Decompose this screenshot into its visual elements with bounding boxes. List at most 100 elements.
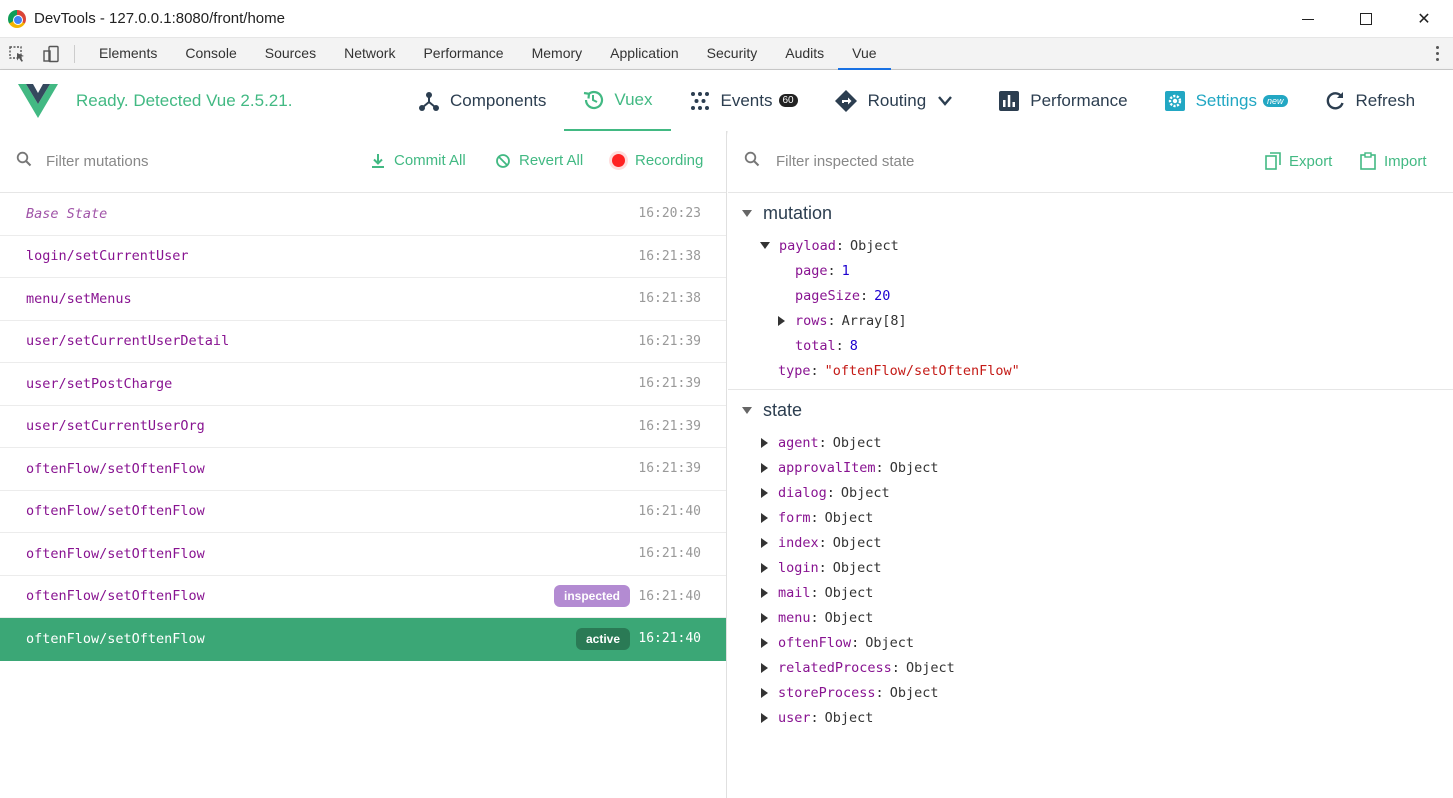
state-prop-row[interactable]: agent:Object	[728, 430, 1453, 455]
prop-key: payload	[779, 237, 836, 254]
state-prop-row[interactable]: approvalItem:Object	[728, 455, 1453, 480]
mutation-row[interactable]: login/setCurrentUser 16:21:38	[0, 236, 726, 278]
mutation-row-base-state[interactable]: Base State 16:20:23	[0, 193, 726, 236]
tab-sources[interactable]: Sources	[264, 44, 317, 61]
state-section-header[interactable]: state	[728, 390, 1453, 430]
prop-value: Object	[824, 509, 874, 526]
tab-audits[interactable]: Audits	[785, 44, 825, 61]
mutation-time: 16:21:40	[638, 631, 701, 647]
mutation-name: user/setCurrentUserOrg	[26, 418, 205, 435]
payload-prop-row: page: 1	[795, 262, 850, 279]
settings-new-badge: new	[1263, 94, 1288, 107]
device-toolbar-button[interactable]	[34, 38, 68, 70]
mutation-section-title: mutation	[763, 202, 833, 223]
prop-key: approvalItem	[778, 459, 876, 476]
state-prop-row[interactable]: storeProcess:Object	[728, 680, 1453, 705]
export-button[interactable]: Export	[1265, 152, 1332, 170]
expand-arrow-icon	[761, 587, 768, 598]
state-prop-row[interactable]: dialog:Object	[728, 480, 1453, 505]
mutation-row[interactable]: oftenFlow/setOftenFlow 16:21:40	[0, 491, 726, 533]
nav-components[interactable]: Components	[400, 70, 564, 131]
mutation-row-inspected[interactable]: oftenFlow/setOftenFlow inspected 16:21:4…	[0, 576, 726, 618]
prop-value: Object	[865, 634, 915, 651]
filter-state-input[interactable]	[776, 153, 1076, 170]
mutation-row[interactable]: menu/setMenus 16:21:38	[0, 278, 726, 321]
tab-console[interactable]: Console	[185, 44, 237, 61]
commit-all-button[interactable]: Commit All	[370, 152, 466, 169]
mutations-toolbar: Commit All Revert All Recording	[0, 131, 726, 193]
maximize-button[interactable]	[1337, 0, 1395, 38]
tab-memory[interactable]: Memory	[531, 44, 583, 61]
mutation-row-active[interactable]: oftenFlow/setOftenFlow active 16:21:40	[0, 618, 726, 661]
recording-label: Recording	[635, 152, 704, 169]
prop-value: Object	[905, 659, 955, 676]
minimize-button[interactable]	[1279, 0, 1337, 38]
close-button[interactable]: ✕	[1395, 0, 1453, 38]
prop-value: Object	[832, 559, 882, 576]
payload-prop-row-expandable[interactable]: rows: Array[8]	[728, 308, 1453, 333]
mutation-time: 16:21:39	[638, 461, 701, 477]
mutation-row[interactable]: user/setPostCharge 16:21:39	[0, 363, 726, 406]
bar-chart-icon	[998, 90, 1020, 112]
mutation-row[interactable]: user/setCurrentUserDetail 16:21:39	[0, 321, 726, 363]
nav-settings[interactable]: Settings new	[1146, 70, 1306, 131]
import-button[interactable]: Import	[1360, 152, 1427, 170]
expand-arrow-icon	[761, 687, 768, 698]
tab-vue[interactable]: Vue	[838, 38, 891, 70]
export-label: Export	[1289, 152, 1333, 170]
payload-row[interactable]: payload: Object	[728, 233, 1453, 258]
tab-application[interactable]: Application	[610, 44, 679, 61]
inspect-element-button[interactable]	[0, 38, 34, 70]
mutation-row[interactable]: user/setCurrentUserOrg 16:21:39	[0, 406, 726, 448]
nav-refresh[interactable]: Refresh	[1306, 70, 1434, 131]
tab-security[interactable]: Security	[706, 44, 758, 61]
state-prop-row[interactable]: relatedProcess:Object	[728, 655, 1453, 680]
tab-elements[interactable]: Elements	[99, 44, 158, 61]
revert-all-button[interactable]: Revert All	[495, 152, 583, 169]
mutation-row[interactable]: oftenFlow/setOftenFlow 16:21:39	[0, 448, 726, 491]
state-prop-row[interactable]: index:Object	[728, 530, 1453, 555]
mutation-row[interactable]: oftenFlow/setOftenFlow 16:21:40	[0, 533, 726, 576]
prop-key: menu	[778, 609, 811, 626]
mutation-name: Base State	[26, 205, 108, 222]
state-prop-row[interactable]: mail:Object	[728, 580, 1453, 605]
state-prop-row[interactable]: user:Object	[728, 705, 1453, 730]
prop-value: Object	[824, 609, 874, 626]
components-icon	[418, 90, 440, 112]
inspected-badge: inspected	[553, 585, 630, 608]
mutation-time: 16:21:39	[638, 333, 701, 349]
download-icon	[372, 153, 384, 168]
nav-performance[interactable]: Performance	[980, 70, 1145, 131]
tab-network[interactable]: Network	[344, 44, 396, 61]
mutation-time: 16:21:40	[638, 588, 701, 604]
prop-key: relatedProcess	[778, 659, 892, 676]
prop-key: login	[778, 559, 819, 576]
nav-events-label: Events	[720, 90, 773, 110]
nav-performance-label: Performance	[1030, 90, 1128, 110]
mutation-time: 16:21:40	[638, 503, 701, 519]
refresh-icon	[1324, 90, 1346, 112]
prop-value: 1	[841, 262, 850, 279]
chevron-down-icon	[938, 95, 953, 106]
mutation-name: oftenFlow/setOftenFlow	[26, 545, 205, 562]
payload-prop-row: total: 8	[795, 337, 858, 354]
tab-performance[interactable]: Performance	[423, 44, 504, 61]
mutation-name: oftenFlow/setOftenFlow	[26, 630, 205, 647]
nav-vuex[interactable]: Vuex	[564, 70, 671, 131]
recording-toggle[interactable]: Recording	[612, 152, 703, 169]
mutation-section: mutation payload: Object page: 1 pageSiz…	[728, 193, 1453, 390]
prop-key: user	[778, 709, 811, 726]
nav-events[interactable]: Events 60	[671, 70, 816, 131]
nav-routing[interactable]: Routing	[816, 70, 971, 131]
state-prop-row[interactable]: form:Object	[728, 505, 1453, 530]
vue-devtools-header: Ready. Detected Vue 2.5.21. Components V…	[0, 70, 1453, 131]
expand-arrow-icon	[761, 512, 768, 523]
state-prop-row[interactable]: menu:Object	[728, 605, 1453, 630]
state-prop-row[interactable]: login:Object	[728, 555, 1453, 580]
filter-mutations-input[interactable]	[46, 153, 346, 170]
expand-arrow-icon	[761, 712, 768, 723]
mutation-section-header[interactable]: mutation	[728, 193, 1453, 233]
state-prop-row[interactable]: oftenFlow:Object	[728, 630, 1453, 655]
prop-key: index	[778, 534, 819, 551]
more-options-icon[interactable]	[1436, 46, 1439, 61]
